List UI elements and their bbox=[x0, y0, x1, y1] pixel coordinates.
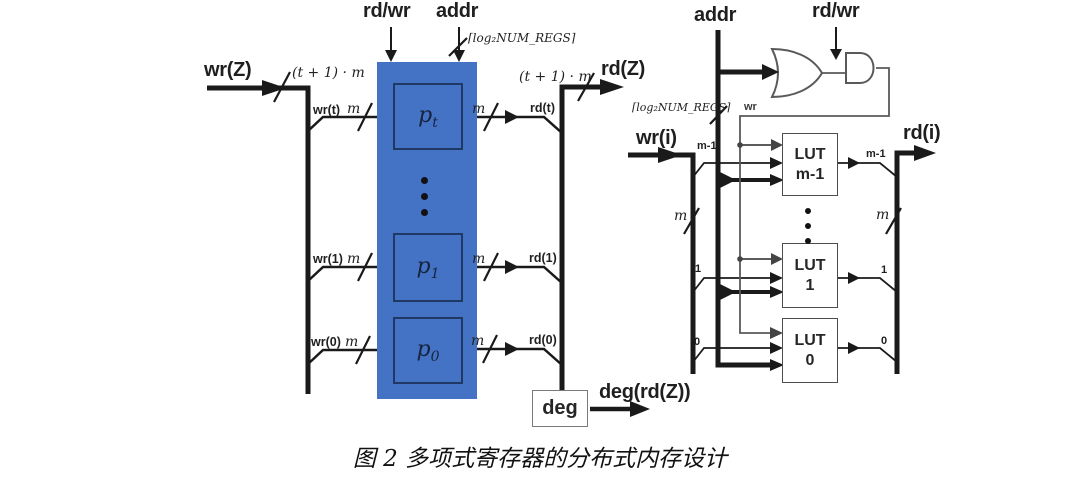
bus-width-label-left: (t + 1) · m bbox=[292, 65, 365, 81]
tap-out-0-label: 0 bbox=[881, 335, 888, 347]
bus-width-slashes bbox=[273, 37, 595, 365]
m-width-rd1: m bbox=[472, 251, 486, 267]
gate-logic bbox=[737, 47, 890, 334]
wr0-tap-label: wr(0) bbox=[311, 335, 341, 349]
addr-label-right: addr bbox=[694, 4, 737, 26]
right-diagram-arrowheads bbox=[658, 49, 936, 371]
lut-0-line1: LUT bbox=[794, 331, 826, 349]
rdi-label: rd(i) bbox=[903, 122, 941, 144]
register-pt-box: pt bbox=[393, 83, 463, 150]
m-width-rd0: m bbox=[471, 333, 485, 349]
rdz-label: rd(Z) bbox=[601, 58, 646, 80]
wri-label: wr(i) bbox=[636, 127, 677, 149]
rdwr-label-right: rd/wr bbox=[812, 0, 860, 22]
lut-0-line2: 0 bbox=[805, 351, 815, 369]
and-gate-icon bbox=[845, 52, 875, 84]
register-p1-box: p1 bbox=[393, 233, 463, 302]
and-output-feedback-wire bbox=[739, 67, 890, 334]
tap-out-m1-label: m-1 bbox=[866, 148, 886, 160]
bus-width-slashes-right bbox=[683, 105, 902, 235]
or-gate-icon bbox=[770, 47, 824, 99]
rd0-tap-label: rd(0) bbox=[529, 333, 557, 347]
addr-width-label-left: ⌈log₂NUM_REGS⌉ bbox=[468, 31, 576, 45]
register-p0-box: p0 bbox=[393, 317, 463, 384]
right-diagram-wires bbox=[628, 27, 916, 374]
lut-m1-box: LUT m-1 bbox=[782, 133, 838, 196]
lut-1-line2: 1 bbox=[805, 276, 815, 294]
wrt-tap-label: wr(t) bbox=[313, 103, 341, 117]
register-p1-label: p1 bbox=[416, 253, 440, 282]
lut-0-box: LUT 0 bbox=[782, 318, 838, 383]
figure-caption: 图 2 多项式寄存器的分布式内存设计 bbox=[352, 446, 728, 472]
ellipsis-dots-right bbox=[805, 203, 811, 248]
tap-in-0-label: 0 bbox=[694, 336, 701, 348]
rdwr-label-left: rd/wr bbox=[363, 0, 411, 22]
wr1-tap-label: wr(1) bbox=[313, 252, 343, 266]
left-diagram-wires bbox=[207, 27, 632, 412]
tap-in-1-label: 1 bbox=[695, 263, 702, 275]
addr-label-left: addr bbox=[436, 0, 479, 22]
m-width-wr0: m bbox=[345, 334, 359, 350]
bus-width-label-right-of-bank: (t + 1) · m bbox=[519, 69, 592, 85]
deg-output-label: deg(rd(Z)) bbox=[599, 381, 691, 403]
m-width-wrt: m bbox=[347, 101, 361, 117]
deg-box: deg bbox=[532, 390, 588, 427]
deg-box-label: deg bbox=[542, 397, 578, 419]
lut-m1-line1: LUT bbox=[794, 145, 826, 163]
m-width-rdi-bus: m bbox=[876, 207, 890, 223]
m-width-wri-bus: m bbox=[674, 208, 688, 224]
addr-width-label-right: ⌈log₂NUM_REGS⌉ bbox=[632, 101, 731, 114]
lut-m1-line2: m-1 bbox=[795, 165, 825, 183]
register-p0-label: p0 bbox=[416, 336, 440, 365]
rd1-tap-label: rd(1) bbox=[529, 251, 557, 265]
m-width-wr1: m bbox=[347, 251, 361, 267]
register-pt-label: pt bbox=[418, 102, 438, 131]
m-width-rdt: m bbox=[472, 101, 486, 117]
wr-feedback-label: wr bbox=[744, 101, 757, 113]
lut-1-box: LUT 1 bbox=[782, 243, 838, 308]
wrz-label: wr(Z) bbox=[204, 59, 252, 81]
rdt-tap-label: rd(t) bbox=[530, 101, 555, 115]
tap-in-m1-label: m-1 bbox=[697, 140, 717, 152]
tap-out-1-label: 1 bbox=[881, 264, 888, 276]
lut-1-line1: LUT bbox=[794, 256, 826, 274]
ellipsis-dots-left bbox=[421, 172, 428, 220]
